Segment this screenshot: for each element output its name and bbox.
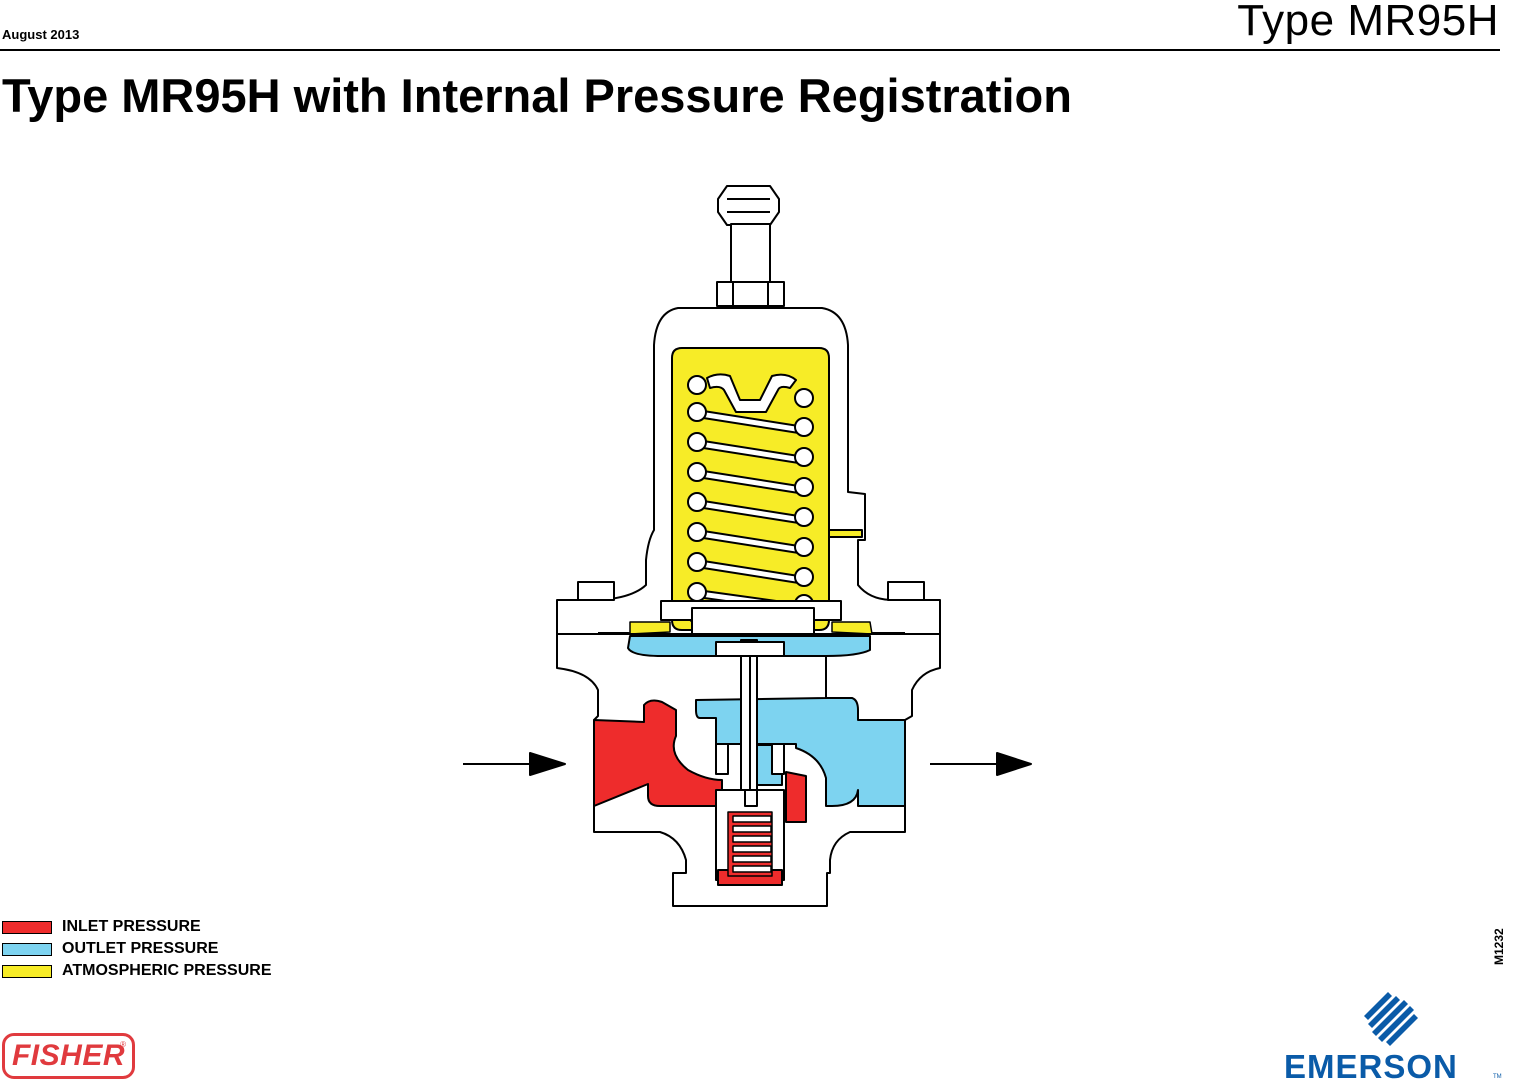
page-title: Type MR95H with Internal Pressure Regist… — [2, 69, 1072, 122]
fisher-logo: FISHER ® — [2, 1033, 135, 1079]
model-number: Type MR95H — [1237, 0, 1499, 45]
legend-label-outlet: OUTLET PRESSURE — [62, 940, 219, 957]
upper-spring-seat — [706, 373, 797, 413]
locknut — [716, 281, 785, 307]
figure-code: M1232 — [1492, 928, 1506, 965]
flange-bolt-left — [577, 581, 615, 601]
fisher-logo-text: FISHER — [11, 1039, 125, 1072]
registered-mark-icon: ® — [120, 1040, 126, 1049]
adjusting-screw-head — [717, 185, 780, 226]
trademark-icon: TM — [1493, 1074, 1502, 1080]
legend-label-atmospheric: ATMOSPHERIC PRESSURE — [62, 962, 272, 979]
outlet-flow-arrow-icon — [930, 752, 1032, 776]
header-rule — [0, 49, 1500, 51]
legend-swatch-inlet — [2, 921, 52, 934]
inlet-flow-arrow-icon — [463, 752, 566, 776]
document-date: August 2013 — [2, 27, 80, 42]
spring-case-vent — [827, 529, 863, 538]
legend-swatch-atmospheric — [2, 965, 52, 978]
emerson-logo-mark-icon — [1364, 992, 1418, 1046]
inlet-spring — [727, 811, 773, 877]
legend-swatch-outlet — [2, 943, 52, 956]
emerson-logo-text: EMERSON — [1284, 1048, 1458, 1085]
outlet-pressure-region — [627, 635, 906, 807]
inlet-pressure-region — [593, 699, 723, 807]
flange-bolt-right — [887, 581, 925, 601]
legend-label-inlet: INLET PRESSURE — [62, 918, 201, 935]
range-spring — [687, 375, 814, 635]
